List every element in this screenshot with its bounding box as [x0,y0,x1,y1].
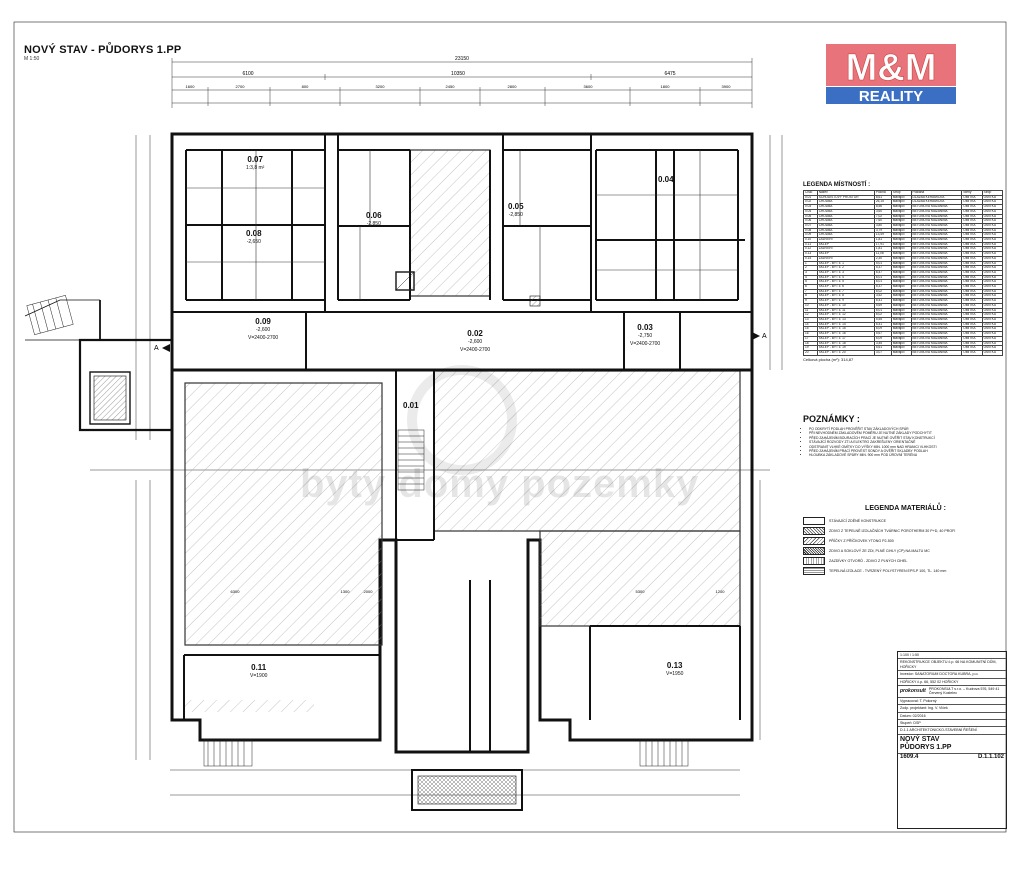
mm-reality-logo: M&M REALITY [826,44,956,104]
room-0-07: 0.07 1:3,8 m² [246,155,265,172]
svg-text:A: A [762,333,767,340]
svg-text:2700: 2700 [236,84,246,89]
material-legend-title: LEGENDA MATERIÁLŮ : [865,505,946,512]
notes-title: POZNÁMKY : [803,414,860,424]
unexcavated-areas [184,149,741,712]
note-item: PŘED ZAHÁJENÍM BOURACÍCH PRACÍ JE NUTNÉ … [809,436,1008,440]
svg-text:1800: 1800 [661,84,671,89]
svg-text:800: 800 [302,84,309,89]
drawing-scale: M 1:50 [24,56,40,62]
drawing-number: 1609.4 [900,753,919,760]
note-item: PO ODKRYTÍ PODLAH PROVĚŘIT STAV ZÁKLADOV… [809,427,1008,431]
logo-top-band [826,44,956,86]
left-annex [24,299,174,432]
drawing-title: NOVÝ STAV - PŮDORYS 1.PP [24,44,182,56]
note-item: PŘED ZAHÁJENÍM PRACÍ PROVÉST SONDY A OVĚ… [809,449,1008,453]
watermark-emblem [407,365,517,475]
room-0-08: 0.08 -2,650 [246,229,262,246]
svg-text:1600: 1600 [186,84,196,89]
svg-text:2800: 2800 [508,84,518,89]
material-row: ZDIVO Z TEPELNĚ IZOLAČNÍCH TVÁRNIC POROT… [803,526,1008,536]
notes-list: PO ODKRYTÍ PODLAH PROVĚŘIT STAV ZÁKLADOV… [803,427,1008,458]
room-0-01: 0.01 [403,401,419,410]
room-0-03: 0.03 -2,750 V=2400-2700 [630,323,661,348]
room-0-13: 0.13 V=1950 [666,661,684,678]
note-item: ODSTRANIT VLHKÉ OMÍTKY DO VÝŠKY MIN. 100… [809,445,1008,449]
drawing-code: D.1.1.102 [977,753,1004,760]
dimension-chains [171,58,753,108]
sheet-frame [13,21,1007,833]
watermark-text: byty domy pozemky [300,462,700,506]
room-0-11: 0.11 V=1900 [250,663,268,680]
dim-mid-3: 6475 [664,71,675,77]
room-legend-title: LEGENDA MÍSTNOSTÍ : [803,182,871,188]
material-row: TEPELNÁ IZOLACE - TVRZENÝ POLYSTYREN EPS… [803,566,1008,576]
title-block: 1:100 / 1:50 REKONSTRUKCE OBJEKTU č.p. 6… [897,651,1007,829]
room-0-06: 0.06 -2,850 [366,211,382,228]
interior-walls [172,134,752,752]
room-0-04: 0.04 [658,175,674,184]
title-block-title: NOVÝ STAV PŮDORYS 1.PP [898,735,1006,754]
note-item: PŘI NEVHODNÉM ZÁKLADOVÉM POMĚRU JE NUTNÉ… [809,431,1008,435]
notes-section: POZNÁMKY : PO ODKRYTÍ PODLAH PROVĚŘIT ST… [803,414,1008,458]
material-row: ZDIVO A SOKLOVÝ ZE ZDI, PLNÉ CIHLY (CP) … [803,546,1008,556]
svg-text:3200: 3200 [376,84,386,89]
svg-text:3900: 3900 [722,84,732,89]
section-marker: A A [154,332,767,352]
note-item: HLOUBKA ZÁKLADOVÉ SPÁRY MIN. 900 mm POD … [809,453,1008,457]
stairs [26,271,689,767]
svg-text:3600: 3600 [584,84,594,89]
material-row: STÁVAJÍCÍ ZDĚNÉ KONSTRUKCE [803,516,1008,526]
material-legend: LEGENDA MATERIÁLŮ : STÁVAJÍCÍ ZDĚNÉ KONS… [803,505,1008,576]
svg-text:A: A [154,345,159,352]
company-logo: prokonsult [900,688,926,695]
room-0-02: 0.02 -2,600 V=2400-2700 [460,329,491,354]
room-0-09: 0.09 -2,600 V=2400-2700 [248,317,279,342]
logo-bottom-text: REALITY [859,88,923,104]
dim-overall: 23150 [455,56,469,62]
dim-mid-1: 6100 [242,71,253,77]
dim-mid-2: 10350 [451,71,465,77]
logo-top-text: M&M [846,47,937,89]
logo-bottom-band [826,87,956,104]
material-row: ZAZDÍVKY OTVORŮ - ZDIVO Z PLNÝCH CIHEL [803,556,1008,566]
legend-footer: Celková plocha (m²): 314,87 [803,356,854,362]
svg-text:2450: 2450 [446,84,456,89]
room-0-05: 0.05 -2,850 [508,202,524,219]
note-item: STÁVAJÍCÍ ROZVODY ZTI A ELEKTRO ZAKREŠLE… [809,440,1008,444]
material-row: PŘÍČKY Z PŘÍČKOVEK YTONG P2-500 [803,536,1008,546]
